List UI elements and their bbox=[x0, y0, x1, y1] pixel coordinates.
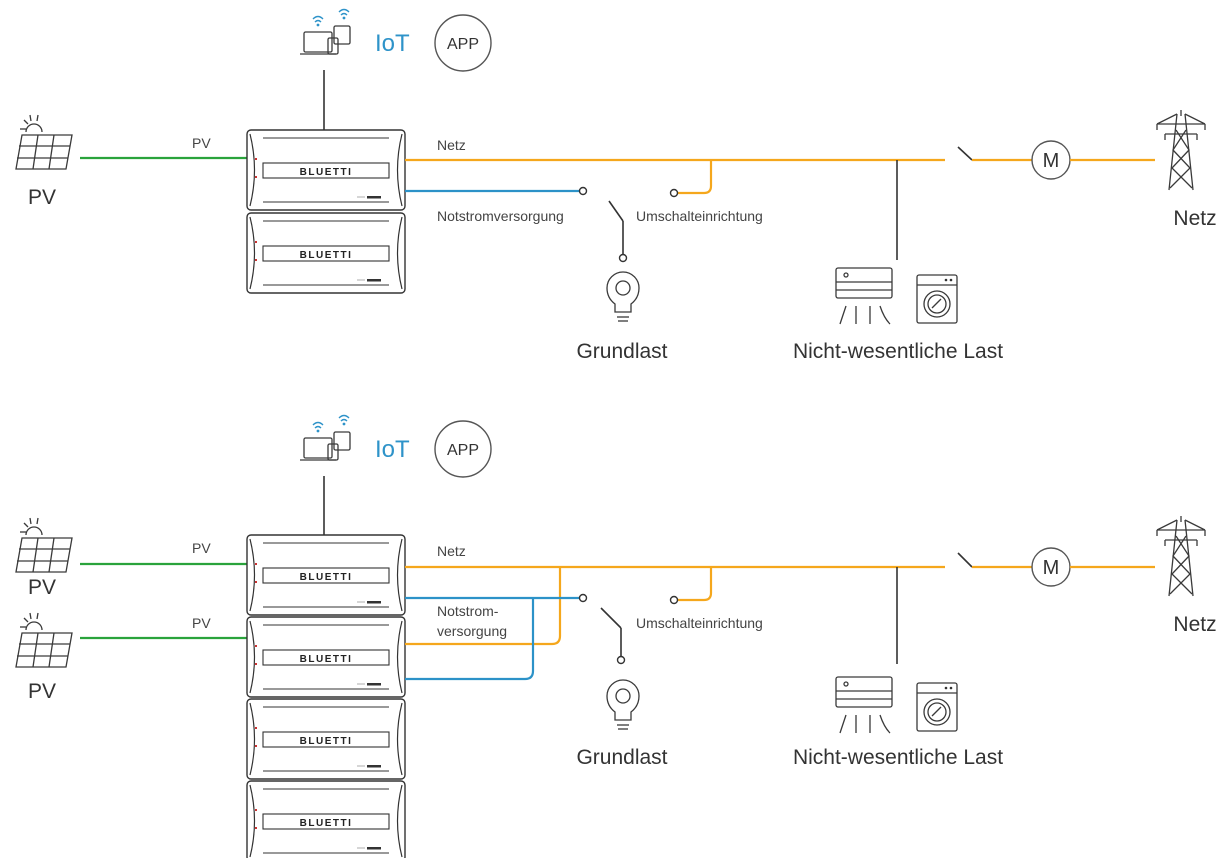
grid-switch bbox=[957, 146, 973, 161]
pv-label: PV bbox=[28, 186, 56, 209]
grid-line-label: Netz bbox=[437, 137, 466, 153]
iot-label: IoT bbox=[375, 30, 410, 57]
backup-label-2: versorgung bbox=[437, 623, 507, 639]
backup-line-2 bbox=[405, 598, 535, 681]
battery-brand: BLUETTI bbox=[300, 736, 353, 747]
pv-line-label: PV bbox=[192, 540, 211, 556]
app-label: APP bbox=[447, 36, 479, 53]
nonessential-load-label: Nicht-wesentliche Last bbox=[793, 340, 1003, 363]
pv-label: PV bbox=[28, 680, 56, 703]
solar-panel-icon bbox=[15, 612, 73, 668]
pv-line-label: PV bbox=[192, 615, 211, 631]
washing-machine-icon bbox=[916, 682, 958, 732]
grid-label: Netz bbox=[1173, 207, 1216, 230]
pylon-icon bbox=[1156, 515, 1206, 597]
solar-panel-icon bbox=[15, 114, 73, 170]
battery-brand: BLUETTI bbox=[300, 818, 353, 829]
bulb-icon bbox=[606, 271, 640, 322]
iot-label: IoT bbox=[375, 436, 410, 463]
switch-icon bbox=[600, 607, 622, 629]
battery-brand: BLUETTI bbox=[300, 572, 353, 583]
solar-panel-icon bbox=[15, 517, 73, 573]
grid-line-label: Netz bbox=[437, 543, 466, 559]
essential-load-label: Grundlast bbox=[576, 340, 667, 363]
devices-icon bbox=[299, 8, 351, 55]
grid-label: Netz bbox=[1173, 613, 1216, 636]
battery-brand: BLUETTI bbox=[300, 654, 353, 665]
app-circle bbox=[434, 420, 492, 478]
pv-label: PV bbox=[28, 576, 56, 599]
backup-label-1: Notstrom- bbox=[437, 603, 499, 619]
diagram-2: IoT APP PV PV PV PV BLUETTI BLUETTI BLUE… bbox=[15, 414, 1217, 858]
nonessential-load-label: Nicht-wesentliche Last bbox=[793, 746, 1003, 769]
transfer-switch-label: Umschalteinrichtung bbox=[636, 615, 763, 631]
battery-brand: BLUETTI bbox=[300, 167, 353, 178]
diagram-1: IoT APP PV PV BLUETTI BLUETTI Netz Notst… bbox=[15, 8, 1217, 363]
app-circle bbox=[434, 14, 492, 72]
transfer-switch-label: Umschalteinrichtung bbox=[636, 208, 763, 224]
switch-icon bbox=[608, 200, 624, 222]
meter-label: M bbox=[1043, 150, 1060, 172]
air-conditioner-icon bbox=[835, 267, 893, 325]
bulb-icon bbox=[606, 679, 640, 730]
meter-label: M bbox=[1043, 557, 1060, 579]
transfer-line bbox=[678, 160, 713, 195]
grid-switch bbox=[957, 552, 973, 568]
pylon-icon bbox=[1156, 109, 1206, 191]
battery-brand: BLUETTI bbox=[300, 250, 353, 261]
pv-line-label: PV bbox=[192, 135, 211, 151]
transfer-line bbox=[678, 567, 713, 602]
essential-load-label: Grundlast bbox=[576, 746, 667, 769]
app-label: APP bbox=[447, 442, 479, 459]
devices-icon bbox=[299, 414, 351, 461]
backup-label: Notstromversorgung bbox=[437, 208, 564, 224]
air-conditioner-icon bbox=[835, 676, 893, 734]
grid-line-2 bbox=[405, 567, 562, 646]
washing-machine-icon bbox=[916, 274, 958, 324]
